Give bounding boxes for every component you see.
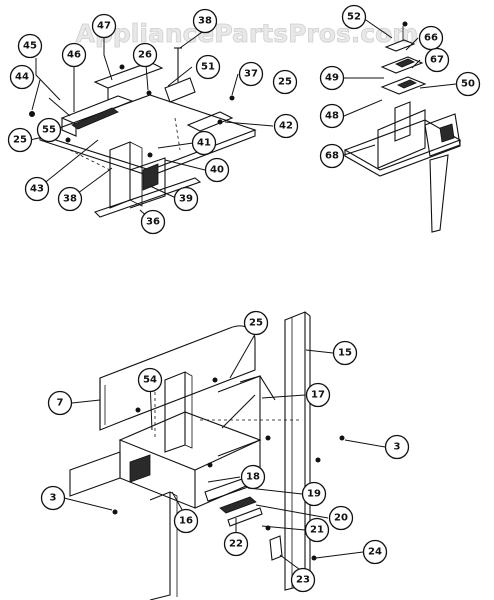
svg-text:3: 3 [50, 493, 57, 504]
svg-text:25: 25 [278, 77, 292, 88]
svg-text:24: 24 [368, 547, 382, 558]
svg-text:43: 43 [30, 184, 44, 195]
callout-18: 18 [240, 464, 266, 490]
svg-text:37: 37 [244, 69, 258, 80]
svg-text:66: 66 [424, 33, 438, 44]
svg-text:44: 44 [15, 72, 29, 83]
callout-68: 68 [319, 143, 345, 169]
callout-17: 17 [305, 382, 331, 408]
svg-text:50: 50 [461, 79, 475, 90]
svg-text:38: 38 [63, 194, 77, 205]
callout-39: 39 [173, 186, 199, 212]
svg-text:49: 49 [325, 73, 339, 84]
svg-text:38: 38 [198, 16, 212, 27]
svg-text:40: 40 [210, 165, 224, 176]
lower-assembly [69, 311, 345, 600]
svg-text:47: 47 [97, 21, 111, 32]
callout-66: 66 [418, 25, 444, 51]
callout-23: 23 [290, 567, 316, 593]
callout-3: 3 [40, 485, 66, 511]
callout-47: 47 [91, 13, 117, 39]
svg-text:16: 16 [179, 516, 193, 527]
callout-38: 38 [57, 186, 83, 212]
svg-text:22: 22 [229, 539, 243, 550]
callout-26: 26 [132, 42, 158, 68]
callout-43: 43 [24, 176, 50, 202]
svg-text:46: 46 [67, 50, 81, 61]
callout-55: 55 [36, 117, 62, 143]
callout-19: 19 [301, 481, 327, 507]
callout-52: 52 [341, 4, 367, 30]
upper-right-assembly [343, 21, 462, 233]
svg-text:21: 21 [310, 525, 324, 536]
svg-text:36: 36 [146, 217, 160, 228]
upper-left-assembly [29, 47, 257, 218]
callout-42: 42 [273, 113, 299, 139]
callout-15: 15 [332, 340, 358, 366]
svg-text:68: 68 [325, 151, 339, 162]
callout-48: 48 [319, 103, 345, 129]
callout-21: 21 [304, 517, 330, 543]
svg-text:54: 54 [143, 375, 157, 386]
svg-text:18: 18 [246, 472, 260, 483]
callout-37: 37 [238, 61, 264, 87]
callout-16: 16 [173, 508, 199, 534]
svg-text:25: 25 [13, 135, 27, 146]
svg-text:20: 20 [334, 513, 348, 524]
callout-24: 24 [362, 539, 388, 565]
svg-text:48: 48 [325, 111, 339, 122]
svg-text:39: 39 [179, 194, 193, 205]
callout-20: 20 [328, 505, 354, 531]
callout-3: 3 [384, 434, 410, 460]
svg-text:41: 41 [197, 138, 211, 149]
svg-text:15: 15 [338, 348, 352, 359]
svg-text:52: 52 [347, 12, 361, 23]
callout-40: 40 [204, 157, 230, 183]
leader-lines [29, 17, 457, 573]
svg-text:7: 7 [57, 398, 64, 409]
callout-67: 67 [424, 47, 450, 73]
svg-text:3: 3 [394, 442, 401, 453]
callout-51: 51 [195, 54, 221, 80]
callout-25: 25 [272, 69, 298, 95]
callout-38: 38 [192, 8, 218, 34]
svg-text:51: 51 [201, 62, 215, 73]
callout-25: 25 [243, 310, 269, 336]
callout-36: 36 [140, 209, 166, 235]
watermark: AppliancePartsPros.com [76, 19, 419, 48]
svg-text:42: 42 [279, 121, 293, 132]
callout-41: 41 [191, 130, 217, 156]
svg-text:17: 17 [311, 390, 325, 401]
callout-46: 46 [61, 42, 87, 68]
svg-text:45: 45 [23, 41, 37, 52]
callout-45: 45 [17, 33, 43, 59]
svg-text:23: 23 [296, 575, 310, 586]
callouts: 45 46 47 38 44 26 51 37 25 55 25 42 41 4… [7, 4, 481, 593]
callout-54: 54 [137, 367, 163, 393]
svg-text:26: 26 [138, 50, 152, 61]
callout-49: 49 [319, 65, 345, 91]
svg-text:25: 25 [249, 318, 263, 329]
callout-50: 50 [455, 71, 481, 97]
callout-25: 25 [7, 127, 33, 153]
callout-44: 44 [9, 64, 35, 90]
svg-text:19: 19 [307, 489, 321, 500]
callout-7: 7 [47, 390, 73, 416]
callout-22: 22 [223, 531, 249, 557]
svg-text:67: 67 [430, 55, 444, 66]
svg-text:55: 55 [42, 125, 56, 136]
